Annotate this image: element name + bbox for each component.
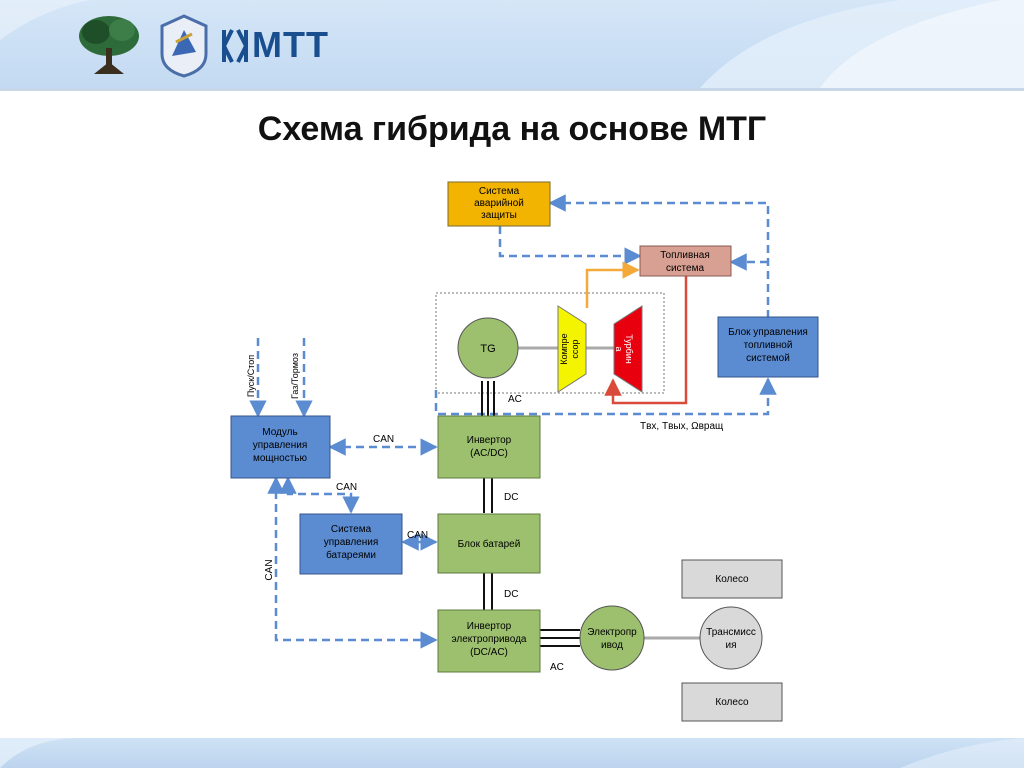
wheel-top-label: Колесо: [715, 574, 749, 585]
header-bar: МТТ: [0, 0, 1024, 88]
power-module-label-3: мощностью: [253, 453, 308, 464]
turbine-label-1: Турбин: [624, 334, 634, 364]
inverter2-label-1: Инвертор: [467, 621, 512, 632]
can-label-3: CAN: [407, 530, 428, 541]
fuel-supply-line: [585, 261, 640, 308]
power-buses: [481, 381, 580, 647]
fuel-system-label-2: система: [666, 263, 704, 274]
header-background: [0, 0, 1024, 88]
emergency-to-fuel-line: [498, 226, 642, 265]
footer-background: [0, 738, 1024, 768]
power-management-module: Модуль управления мощностью: [230, 415, 331, 479]
inverter1-label-1: Инвертор: [467, 435, 512, 446]
battery-block: Блок батарей: [437, 513, 541, 574]
can-power-drive-inverter-line: [267, 476, 438, 649]
battery-label: Блок батарей: [458, 538, 521, 550]
inverter-acdc-block: Инвертор (AC/DC): [437, 415, 541, 479]
fuel-system-block: Топливная система: [639, 245, 732, 277]
bms-label-3: батареями: [326, 549, 376, 561]
university-emblem: [160, 14, 208, 78]
battery-management-block: Система управления батареями: [299, 513, 403, 575]
emergency-label-1: Система: [479, 186, 520, 197]
compressor-label-2: ссор: [570, 339, 580, 358]
dc-label-1: DC: [504, 492, 518, 503]
inverter2-label-2: электропривода: [452, 634, 527, 645]
drive-inverter-block: Инвертор электропривода (DC/AC): [437, 609, 541, 673]
sensor-feedback-line: [434, 377, 777, 416]
emergency-label-3: защиты: [481, 210, 517, 221]
hybrid-diagram: Система аварийной защиты Топливная систе…: [228, 178, 828, 731]
sensor-label: Tвх, Tвых, Ωвращ: [640, 421, 723, 432]
fuel-control-to-emergency-line: [548, 194, 770, 318]
compressor-label-1: Компре: [559, 333, 569, 364]
control-lines: [249, 194, 777, 649]
tree-logo: [79, 16, 139, 74]
gas-brake-label: Газ/Тормоз: [290, 353, 300, 399]
turbine-block: Турбин а: [613, 305, 643, 393]
emergency-protection-block: Система аварийной защиты: [447, 181, 551, 227]
ac-bottom-label: AC: [550, 662, 564, 673]
dc-label-2: DC: [504, 589, 518, 600]
compressor-block: Компре ссор: [557, 305, 587, 393]
fuel-control-label-2: топливной: [744, 340, 793, 351]
tg-label: TG: [480, 343, 495, 355]
footer-bar: [0, 738, 1024, 768]
fuel-control-label-1: Блок управления: [728, 327, 808, 338]
transmission-label-1: Трансмисс: [706, 627, 756, 638]
turbogenerator-circle: TG: [457, 317, 519, 379]
power-module-label-1: Модуль: [262, 427, 297, 438]
turbogenerator-enclosure: [435, 292, 665, 394]
transmission-circle: Трансмисс ия: [699, 606, 763, 670]
transmission-label-2: ия: [725, 640, 736, 651]
emergency-label-2: аварийной: [474, 198, 524, 209]
motor-label-1: Электропр: [587, 627, 637, 638]
inverter2-label-3: (DC/AC): [470, 647, 508, 658]
mtt-logo-icon: [222, 29, 248, 63]
turbine-label-2: а: [614, 346, 624, 351]
electric-motor-circle: Электропр ивод: [579, 605, 645, 671]
can-label-vertical: CAN: [264, 559, 275, 580]
header-divider: [0, 88, 1024, 91]
bms-label-2: управления: [324, 537, 379, 548]
wheel-bottom-label: Колесо: [715, 697, 749, 708]
brand-text: МТТ: [252, 24, 329, 65]
diagram-canvas: Система аварийной защиты Топливная систе…: [230, 181, 819, 722]
can-label-1: CAN: [373, 434, 394, 445]
wheel-bottom-block: Колесо: [681, 682, 783, 722]
wheel-top-block: Колесо: [681, 559, 783, 599]
can-label-2: CAN: [336, 482, 357, 493]
fuel-system-label-1: Топливная: [660, 250, 710, 261]
bms-label-1: Система: [331, 524, 372, 535]
motor-label-2: ивод: [601, 640, 623, 651]
exhaust-return-line: [604, 276, 688, 405]
start-stop-label: Пуск/Стоп: [246, 355, 256, 397]
power-module-label-2: управления: [253, 440, 308, 451]
ac-top-label: AC: [508, 394, 522, 405]
fuel-control-block: Блок управления топливной системой: [717, 316, 819, 378]
inverter1-label-2: (AC/DC): [470, 448, 508, 459]
fuel-control-label-3: системой: [746, 353, 790, 364]
slide-title: Схема гибрида на основе МТГ: [257, 110, 767, 148]
